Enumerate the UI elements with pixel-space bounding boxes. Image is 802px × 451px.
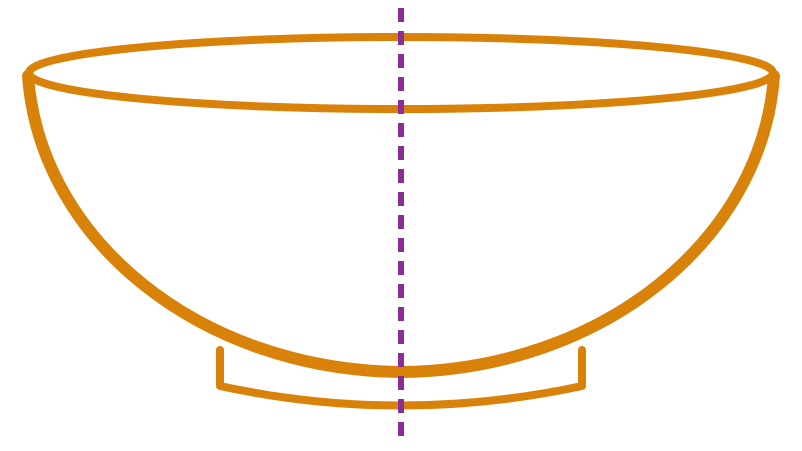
- bowl-rim: [25, 33, 777, 113]
- bowl-body: [22, 70, 780, 378]
